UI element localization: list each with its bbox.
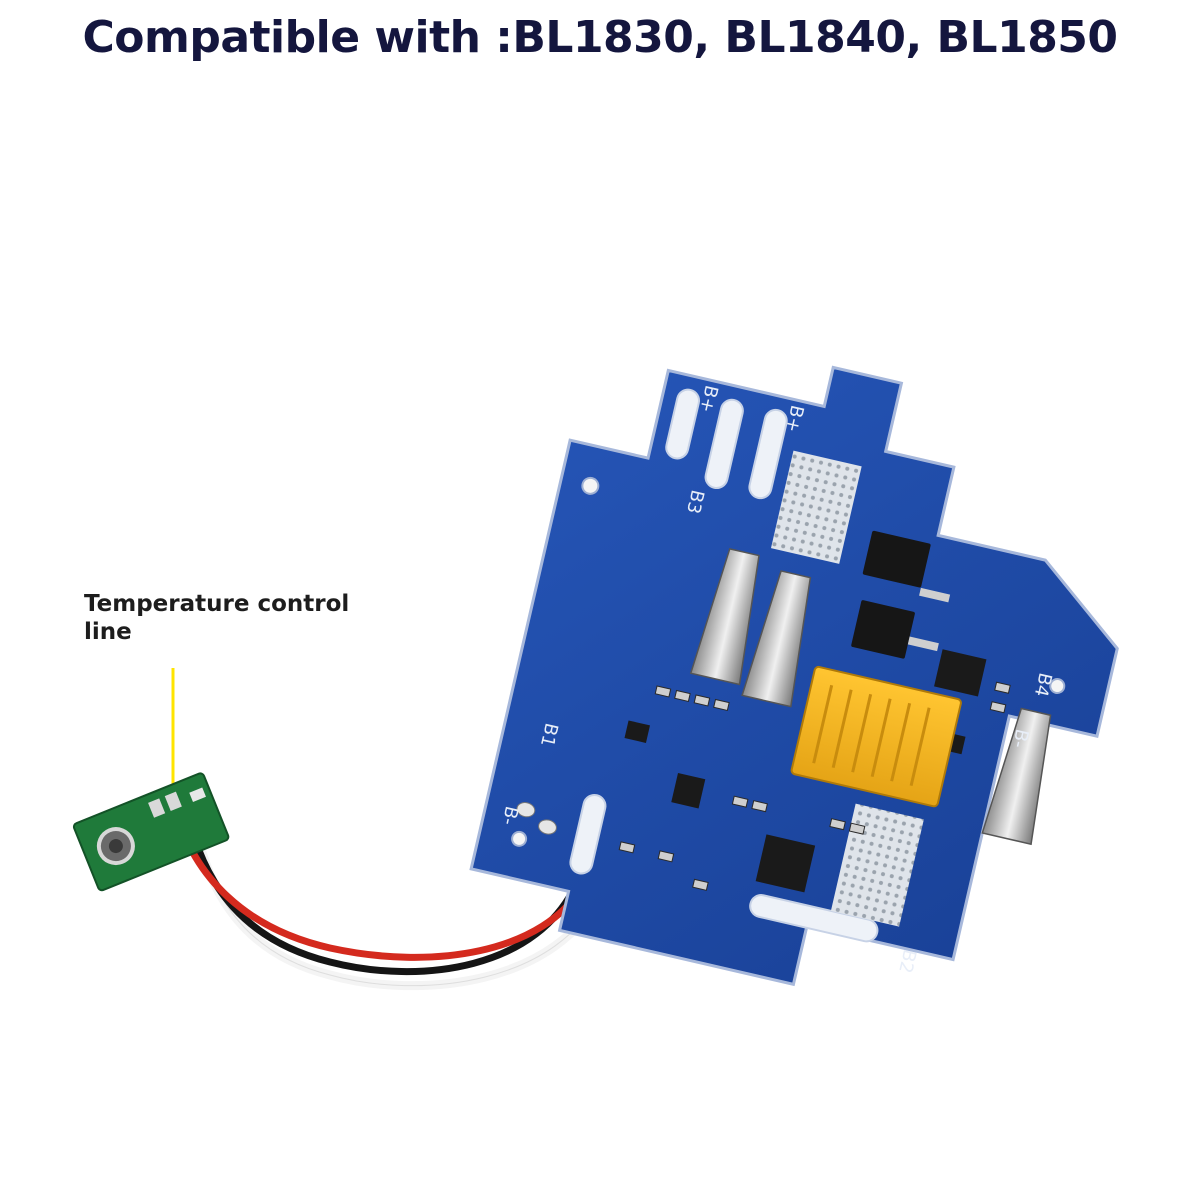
silk-b-minus-left: B- — [497, 804, 522, 827]
solder-area-bottom — [830, 803, 924, 927]
annotation-line-2: line — [84, 619, 132, 645]
wire-bundle — [168, 792, 608, 991]
temperature-sensor-board — [72, 772, 230, 892]
yellow-connector — [790, 665, 962, 808]
silk-b3: B3 — [682, 488, 708, 516]
solder-area-top — [770, 450, 862, 564]
mosfet-chips — [851, 530, 951, 659]
bms-pcb: B+ B+ B3 B4 B- B1 B- B2 — [469, 365, 1119, 987]
red-wire — [168, 792, 589, 961]
silk-b4: B4 — [1030, 671, 1056, 699]
smd-components — [618, 681, 1011, 891]
terminal-slots — [569, 388, 879, 943]
silk-b-minus-right: B- — [1008, 727, 1033, 750]
wire-solder-pads — [516, 802, 557, 835]
silk-b1: B1 — [536, 721, 562, 749]
metal-terminals — [689, 547, 1052, 846]
solder-pad — [164, 791, 182, 811]
page-title: Compatible with :BL1830, BL1840, BL1850 — [82, 12, 1118, 63]
mounting-holes — [511, 476, 1066, 847]
solder-pad — [148, 798, 166, 818]
silk-b2: B2 — [894, 947, 920, 975]
temperature-annotation: Temperature control line — [84, 590, 404, 646]
annotation-line-1: Temperature control — [84, 591, 350, 617]
ic-chips — [624, 649, 987, 893]
